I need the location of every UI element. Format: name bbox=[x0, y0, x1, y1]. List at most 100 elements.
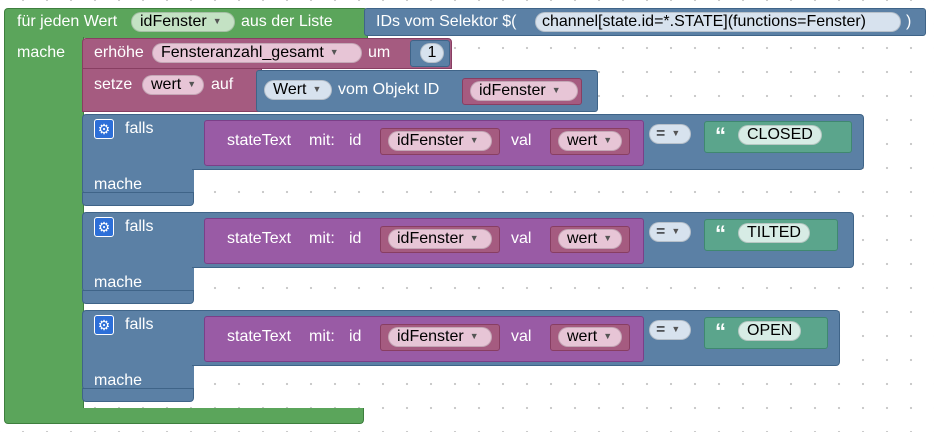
increment-variable-label: Fensteranzahl_gesamt bbox=[161, 44, 324, 61]
selector-close-paren: ) bbox=[906, 13, 912, 30]
increment-value-field[interactable]: 1 bbox=[420, 43, 444, 63]
set-variable-name: wert bbox=[151, 76, 182, 93]
foreach-block-left-arm bbox=[4, 37, 84, 410]
if-block-footer bbox=[82, 192, 194, 206]
dropdown-arrow-icon: ▼ bbox=[469, 331, 479, 341]
increment-by-label: um bbox=[368, 44, 391, 61]
selector-value-text: channel[state.id=*.STATE](functions=Fens… bbox=[542, 13, 867, 30]
foreach-do-label: mache bbox=[17, 44, 66, 61]
set-variable-label: setze bbox=[94, 76, 133, 93]
compare-operator-label: = bbox=[656, 321, 666, 338]
gear-icon[interactable]: ⚙ bbox=[94, 119, 114, 139]
dropdown-arrow-icon: ▼ bbox=[603, 233, 613, 243]
state-text-input-notch bbox=[198, 126, 204, 140]
state-text-id-dropdown[interactable]: idFenster ▼ bbox=[388, 229, 492, 249]
dropdown-arrow-icon: ▼ bbox=[603, 135, 613, 145]
dropdown-arrow-icon: ▼ bbox=[603, 331, 613, 341]
state-text-val-value: wert bbox=[567, 328, 598, 345]
get-state-input-notch bbox=[250, 76, 256, 90]
state-text-id-value: idFenster bbox=[397, 230, 464, 247]
if-do-label: mache bbox=[94, 176, 143, 193]
state-text-with-label: mit: bbox=[309, 132, 335, 149]
dropdown-arrow-icon: ▼ bbox=[671, 226, 681, 236]
state-text-input-notch bbox=[198, 322, 204, 336]
text-input-notch bbox=[698, 224, 704, 238]
dropdown-arrow-icon: ▼ bbox=[312, 84, 322, 94]
compare-operator-label: = bbox=[656, 223, 666, 240]
text-field-value: OPEN bbox=[747, 322, 793, 339]
state-text-function-label: stateText bbox=[227, 132, 292, 149]
state-text-function-label: stateText bbox=[227, 230, 292, 247]
quote-open-icon: “ bbox=[715, 221, 726, 246]
dropdown-arrow-icon: ▼ bbox=[212, 16, 222, 26]
foreach-label: für jeden Wert bbox=[17, 13, 118, 30]
compare-operator-dropdown[interactable]: =▼ bbox=[649, 124, 691, 144]
compare-operator-dropdown[interactable]: =▼ bbox=[649, 222, 691, 242]
dropdown-arrow-icon: ▼ bbox=[671, 324, 681, 334]
text-field[interactable]: CLOSED bbox=[738, 125, 822, 145]
if-label: falls bbox=[125, 120, 154, 137]
quote-open-icon: “ bbox=[715, 123, 726, 148]
state-text-function-label: stateText bbox=[227, 328, 292, 345]
text-input-notch bbox=[698, 126, 704, 140]
foreach-block-footer bbox=[4, 408, 364, 424]
dropdown-arrow-icon: ▼ bbox=[187, 79, 197, 89]
text-field[interactable]: TILTED bbox=[738, 223, 810, 243]
foreach-variable-label: idFenster bbox=[140, 13, 207, 30]
gear-icon[interactable]: ⚙ bbox=[94, 217, 114, 237]
set-variable-to-label: auf bbox=[211, 76, 234, 93]
state-text-with-label: mit: bbox=[309, 230, 335, 247]
if-block-footer bbox=[82, 290, 194, 304]
if-label: falls bbox=[125, 218, 154, 235]
get-state-object-label: idFenster bbox=[479, 82, 546, 99]
increment-variable-dropdown[interactable]: Fensteranzahl_gesamt ▼ bbox=[152, 43, 362, 63]
foreach-list-label: aus der Liste bbox=[241, 13, 333, 30]
get-state-property-dropdown[interactable]: Wert ▼ bbox=[264, 80, 332, 100]
state-text-val-dropdown[interactable]: wert ▼ bbox=[558, 327, 622, 347]
if-label: falls bbox=[125, 316, 154, 333]
dropdown-arrow-icon: ▼ bbox=[469, 233, 479, 243]
state-text-id-dropdown[interactable]: idFenster ▼ bbox=[388, 327, 492, 347]
get-state-of-label: vom Objekt ID bbox=[338, 81, 440, 98]
state-text-id-label: id bbox=[349, 230, 362, 247]
state-text-val-label: val bbox=[511, 230, 532, 247]
text-input-notch bbox=[698, 322, 704, 336]
state-text-id-value: idFenster bbox=[397, 328, 464, 345]
text-field[interactable]: OPEN bbox=[738, 321, 802, 341]
get-state-object-dropdown[interactable]: idFenster ▼ bbox=[470, 81, 578, 101]
quote-open-icon: “ bbox=[715, 319, 726, 344]
state-text-id-value: idFenster bbox=[397, 132, 464, 149]
selector-label: IDs vom Selektor $( bbox=[376, 13, 517, 30]
state-text-id-label: id bbox=[349, 328, 362, 345]
if-block[interactable] bbox=[82, 212, 194, 292]
state-text-id-dropdown[interactable]: idFenster ▼ bbox=[388, 131, 492, 151]
set-variable-dropdown[interactable]: wert ▼ bbox=[142, 75, 204, 95]
state-text-with-label: mit: bbox=[309, 328, 335, 345]
dropdown-arrow-icon: ▼ bbox=[671, 128, 681, 138]
state-text-val-label: val bbox=[511, 132, 532, 149]
increment-value-text: 1 bbox=[427, 44, 437, 61]
state-text-id-label: id bbox=[349, 132, 362, 149]
dropdown-arrow-icon: ▼ bbox=[551, 85, 561, 95]
compare-operator-dropdown[interactable]: =▼ bbox=[649, 320, 691, 340]
state-text-val-value: wert bbox=[567, 230, 598, 247]
if-block-footer bbox=[82, 388, 194, 402]
dropdown-arrow-icon: ▼ bbox=[329, 47, 339, 57]
text-field-value: TILTED bbox=[747, 224, 801, 241]
state-text-val-label: val bbox=[511, 328, 532, 345]
compare-operator-label: = bbox=[656, 125, 666, 142]
state-text-val-value: wert bbox=[567, 132, 598, 149]
state-text-val-dropdown[interactable]: wert ▼ bbox=[558, 131, 622, 151]
get-state-property-label: Wert bbox=[273, 81, 307, 98]
selector-value-field[interactable]: channel[state.id=*.STATE](functions=Fens… bbox=[535, 12, 901, 32]
foreach-variable-dropdown[interactable]: idFenster ▼ bbox=[131, 12, 235, 32]
state-text-val-dropdown[interactable]: wert ▼ bbox=[558, 229, 622, 249]
gear-icon[interactable]: ⚙ bbox=[94, 315, 114, 335]
state-text-input-notch bbox=[198, 224, 204, 238]
increment-label: erhöhe bbox=[94, 44, 144, 61]
if-do-label: mache bbox=[94, 274, 143, 291]
text-field-value: CLOSED bbox=[747, 126, 813, 143]
if-do-label: mache bbox=[94, 372, 143, 389]
dropdown-arrow-icon: ▼ bbox=[469, 135, 479, 145]
selector-input-notch bbox=[358, 14, 364, 28]
